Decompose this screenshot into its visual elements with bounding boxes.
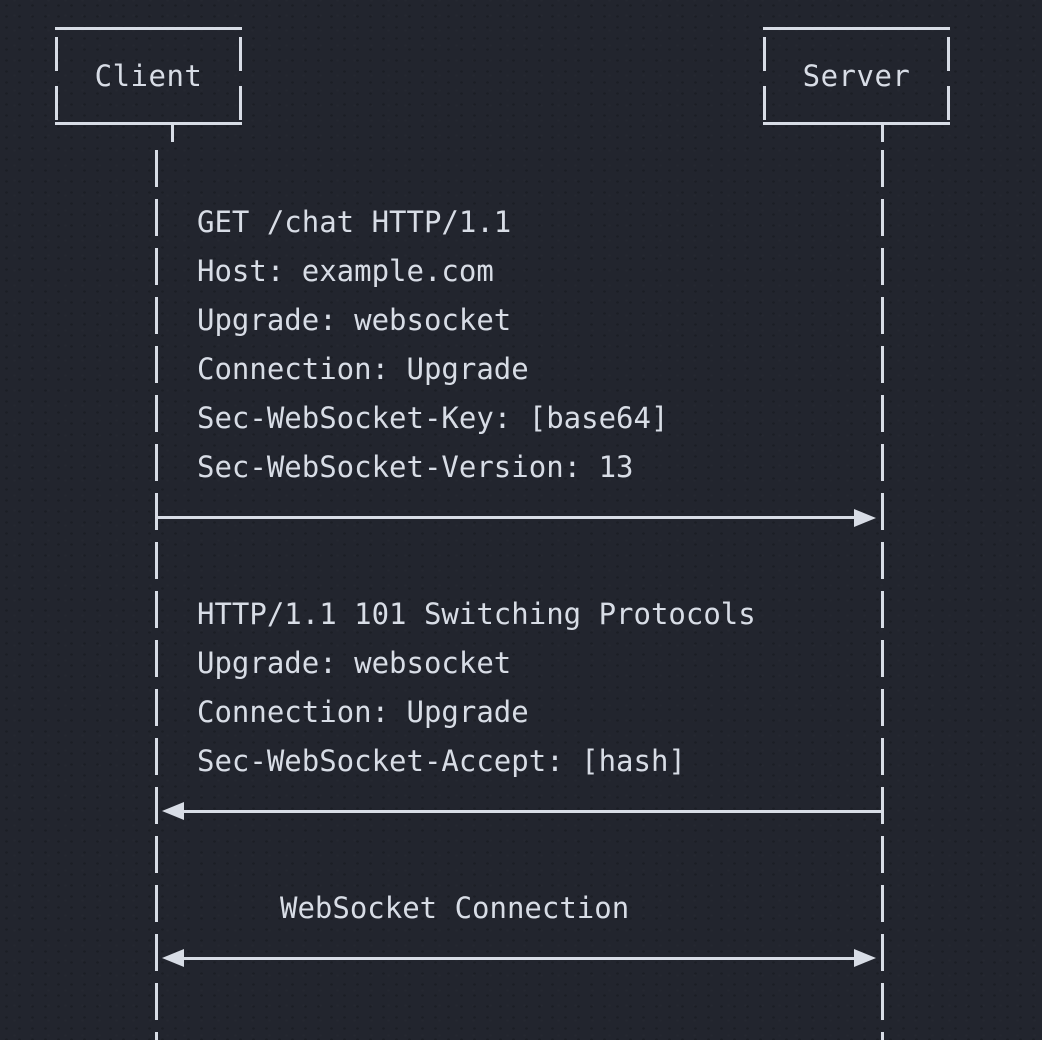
request-header-line: Sec-WebSocket-Version: 13 [197, 450, 634, 484]
server-label: Server [802, 59, 911, 93]
request-header-line: Connection: Upgrade [197, 352, 529, 386]
arrowhead-right-icon [854, 509, 876, 527]
request-header-line: Upgrade: websocket [197, 303, 512, 337]
bidirectional-arrow-line [182, 957, 856, 960]
arrowhead-right-icon [854, 949, 876, 967]
box-border-right [239, 27, 242, 125]
actor-box-server: Server [763, 27, 950, 125]
box-border-top [55, 27, 242, 30]
box-border-bottom [763, 122, 950, 125]
client-box-tick [171, 125, 174, 142]
request-header-line: Host: example.com [197, 254, 494, 288]
arrowhead-left-icon [162, 802, 184, 820]
client-lifeline [155, 150, 158, 1040]
response-header-line: HTTP/1.1 101 Switching Protocols [197, 597, 756, 631]
connection-label: WebSocket Connection [280, 891, 630, 925]
box-border-bottom [55, 122, 242, 125]
client-label: Client [94, 59, 203, 93]
server-lifeline [881, 150, 884, 1040]
box-border-top [763, 27, 950, 30]
box-border-left [55, 27, 58, 125]
request-header-line: GET /chat HTTP/1.1 [197, 205, 512, 239]
request-header-line: Sec-WebSocket-Key: [base64] [197, 401, 669, 435]
actor-box-client: Client [55, 27, 242, 125]
box-border-left [763, 27, 766, 125]
response-header-line: Connection: Upgrade [197, 695, 529, 729]
response-arrow-line [182, 810, 884, 813]
request-arrow-line [158, 516, 856, 519]
arrowhead-left-icon [162, 949, 184, 967]
server-box-tick [881, 125, 884, 142]
response-header-line: Sec-WebSocket-Accept: [hash] [197, 744, 686, 778]
response-header-line: Upgrade: websocket [197, 646, 512, 680]
box-border-right [947, 27, 950, 125]
